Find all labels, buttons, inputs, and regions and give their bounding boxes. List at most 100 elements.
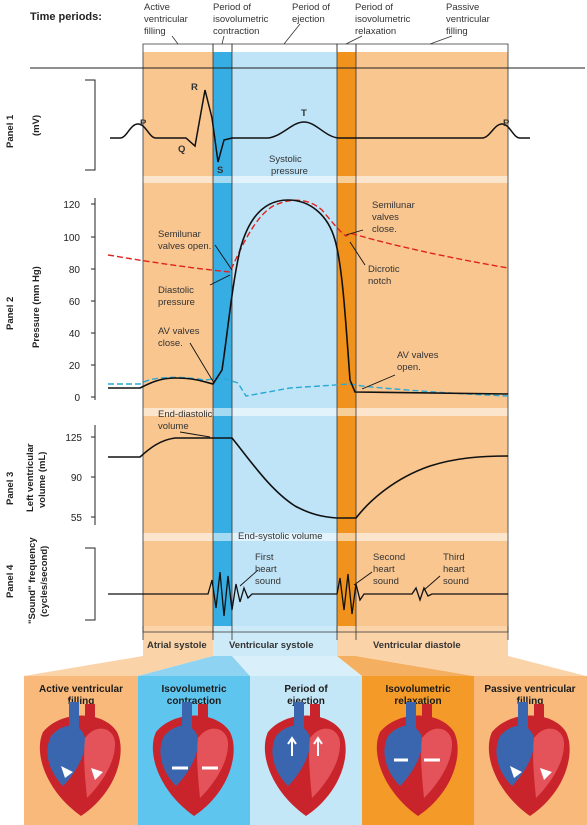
heart-illustration-1 bbox=[39, 702, 121, 816]
tick-40: 40 bbox=[69, 329, 81, 340]
panel-4-label: Panel 4 bbox=[5, 564, 16, 598]
column-isovolumetric-contraction bbox=[213, 52, 232, 656]
card-1-line2: filling bbox=[68, 696, 95, 707]
tick-100: 100 bbox=[63, 233, 80, 244]
diastolic-label-2: pressure bbox=[158, 297, 195, 308]
phase-strip: Atrial systole Ventricular systole Ventr… bbox=[142, 626, 509, 651]
panel-3-ylabel-1: Left ventricular bbox=[25, 443, 36, 512]
third-sound-label-1: Third bbox=[443, 552, 465, 563]
phase-ventricular-diastole: Ventricular diastole bbox=[373, 640, 461, 651]
tick-90: 90 bbox=[71, 473, 83, 484]
semilunar-open-label-1: Semilunar bbox=[158, 229, 201, 240]
tick-60: 60 bbox=[69, 297, 81, 308]
time-periods-label: Time periods: bbox=[30, 11, 102, 23]
heart-cards: Active ventricular filling Isovolumetric… bbox=[24, 676, 587, 825]
semilunar-close-label-2: valves bbox=[372, 212, 399, 223]
first-sound-label-2: heart bbox=[255, 564, 277, 575]
tick-120: 120 bbox=[63, 200, 80, 211]
column-active-filling bbox=[143, 52, 213, 656]
side-labels: Panel 1 (mV) Panel 2 Pressure (mm Hg) Pa… bbox=[5, 114, 50, 624]
ecg-panel: P Q R S T P bbox=[110, 82, 530, 176]
card-1-line1: Active ventricular bbox=[39, 684, 123, 695]
axes bbox=[85, 79, 96, 621]
card-4-line2: relaxation bbox=[394, 696, 441, 707]
tick-20: 20 bbox=[69, 361, 81, 372]
aortic-pressure-curve bbox=[107, 199, 509, 273]
heart-illustration-5 bbox=[488, 702, 570, 816]
panel-3-ylabel-2: volume (mL) bbox=[37, 452, 48, 508]
heart-illustration-2 bbox=[152, 702, 234, 816]
phase-atrial-systole: Atrial systole bbox=[147, 640, 207, 651]
volume-ticks: 125 90 55 bbox=[65, 433, 82, 524]
semilunar-close-label-1: Semilunar bbox=[372, 200, 415, 211]
card-4-line1: Isovolumetric bbox=[385, 684, 450, 695]
third-sound-label-2: heart bbox=[443, 564, 465, 575]
dicrotic-label-2: notch bbox=[368, 276, 391, 287]
wave-r: R bbox=[191, 82, 198, 93]
period-label-2-line3: contraction bbox=[213, 26, 259, 37]
period-label-4-line1: Period of bbox=[355, 2, 393, 13]
period-label-2-line2: isovolumetric bbox=[213, 14, 269, 25]
pressure-panel: Systolic pressure Semilunar valves open.… bbox=[107, 154, 509, 397]
first-sound-label-3: sound bbox=[255, 576, 281, 587]
panel-2-label: Panel 2 bbox=[5, 297, 16, 330]
period-label-1-line1: Active bbox=[144, 2, 170, 13]
panel-3-label: Panel 3 bbox=[5, 472, 16, 505]
panel-4-ylabel-1: "Sound" frequency bbox=[27, 537, 38, 624]
divider-lines bbox=[142, 52, 509, 640]
wave-p: P bbox=[140, 118, 147, 129]
period-label-2-line1: Period of bbox=[213, 2, 251, 13]
header: Time periods: Active ventricular filling… bbox=[30, 2, 585, 69]
semilunar-open-label-2: valves open. bbox=[158, 241, 211, 252]
second-sound-label-1: Second bbox=[373, 552, 405, 563]
av-open-label-1: AV valves bbox=[397, 350, 439, 361]
period-label-5-line1: Passive bbox=[446, 2, 479, 13]
esv-label: End-systolic volume bbox=[238, 531, 322, 542]
period-label-4-line2: isovolumetric bbox=[355, 14, 411, 25]
second-sound-label-3: sound bbox=[373, 576, 399, 587]
period-label-3-line1: Period of bbox=[292, 2, 330, 13]
ecg-trace bbox=[110, 89, 530, 163]
sound-panel: First heart sound Second heart sound Thi… bbox=[108, 552, 508, 617]
period-label-5-line3: filling bbox=[446, 26, 468, 37]
card-5-line1: Passive ventricular bbox=[484, 684, 575, 695]
diastolic-label-1: Diastolic bbox=[158, 285, 194, 296]
tick-0: 0 bbox=[74, 393, 80, 404]
wave-q: Q bbox=[178, 144, 185, 155]
period-label-1-line3: filling bbox=[144, 26, 166, 37]
card-5-line2: filling bbox=[517, 696, 544, 707]
period-label-1-line2: ventricular bbox=[144, 14, 188, 25]
wave-s: S bbox=[217, 165, 223, 176]
heart-illustration-4 bbox=[376, 702, 458, 816]
heart-illustration-3 bbox=[264, 702, 346, 816]
pressure-ticks: 120 100 80 60 40 20 0 bbox=[63, 200, 80, 404]
column-passive-filling bbox=[356, 52, 508, 656]
edv-label-2: volume bbox=[158, 421, 189, 432]
sound-trace bbox=[108, 571, 508, 617]
panel-1-unit: (mV) bbox=[31, 115, 42, 136]
ventricular-pressure-curve bbox=[108, 199, 509, 395]
period-columns bbox=[140, 52, 510, 656]
panel-2-ylabel: Pressure (mm Hg) bbox=[31, 266, 42, 348]
ventricular-volume-curve bbox=[108, 437, 509, 519]
volume-panel: End-diastolic volume End-systolic volume bbox=[108, 409, 509, 542]
systolic-label-2: pressure bbox=[271, 166, 308, 177]
dicrotic-label-1: Dicrotic bbox=[368, 264, 400, 275]
av-close-label-2: close. bbox=[158, 338, 183, 349]
semilunar-close-label-3: close. bbox=[372, 224, 397, 235]
phase-ventricular-systole: Ventricular systole bbox=[229, 640, 313, 651]
period-label-4-line3: relaxation bbox=[355, 26, 396, 37]
edv-label-1: End-diastolic bbox=[158, 409, 213, 420]
period-label-5-line2: ventricular bbox=[446, 14, 490, 25]
card-3-line2: ejection bbox=[287, 696, 325, 707]
second-sound-label-2: heart bbox=[373, 564, 395, 575]
panel-1-label: Panel 1 bbox=[5, 114, 16, 148]
card-2-line2: contraction bbox=[167, 696, 221, 707]
av-open-label-2: open. bbox=[397, 362, 421, 373]
column-ejection bbox=[232, 52, 337, 656]
card-3-line1: Period of bbox=[284, 684, 328, 695]
tick-80: 80 bbox=[69, 265, 81, 276]
wave-p-2: P bbox=[503, 118, 510, 129]
tick-55: 55 bbox=[71, 513, 83, 524]
